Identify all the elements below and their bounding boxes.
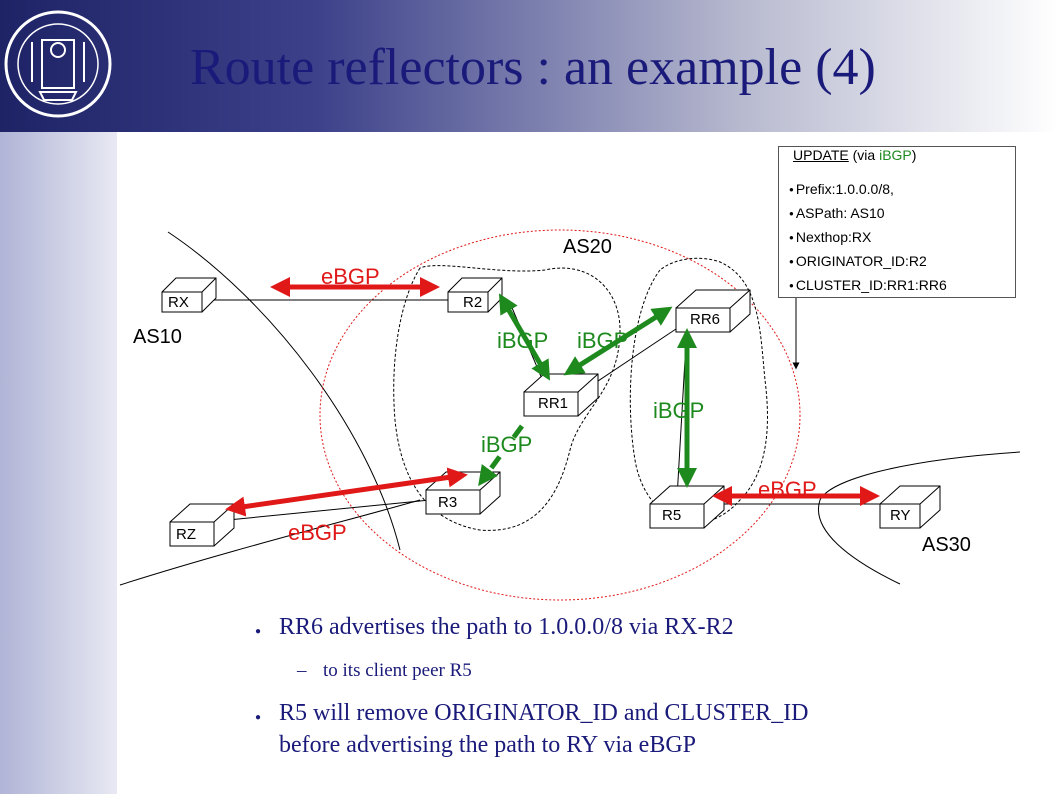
update-header: UPDATE (via iBGP) (793, 147, 916, 163)
ebgp-label-ry: eBGP (758, 477, 817, 502)
bullet-1-sub-text: to its client peer R5 (323, 660, 472, 681)
bullet-dot-icon: ● (789, 257, 794, 267)
ibgp-label-rr6: iBGP (577, 328, 629, 353)
ibgp-label-r2: iBGP (497, 328, 549, 353)
router-rx (161, 277, 217, 313)
update-via-open: (via (848, 147, 880, 163)
router-r5 (649, 485, 725, 529)
router-ry (879, 485, 941, 529)
bullet-dot-icon: ● (789, 233, 794, 243)
router-rr1-label: RR1 (538, 395, 569, 412)
router-r3-label: R3 (438, 494, 458, 511)
router-rr6 (675, 289, 751, 333)
router-ry-label: RY (890, 507, 911, 524)
ibgp-arrow-rr1-r3 (478, 424, 525, 487)
bullet-dot-icon: ● (789, 185, 794, 195)
sub-bullet-dash: – (297, 660, 307, 681)
update-via-close: ) (911, 147, 917, 163)
ebgp-arrow-rz-r3 (225, 467, 468, 517)
ebgp-label-top: eBGP (321, 264, 380, 289)
bullet-dot-icon: ● (789, 281, 794, 291)
update-message-box: UPDATE (via iBGP) ●Prefix:1.0.0.0/8, ●AS… (778, 146, 1016, 298)
as10-label: AS10 (133, 326, 182, 348)
router-rr6-label: RR6 (690, 311, 721, 328)
bullet-2-line-2: before advertising the path to RY via eB… (279, 732, 697, 758)
update-attribute-item: ●ASPath: AS10 (789, 205, 885, 221)
bullet-dot-icon: ● (789, 209, 794, 219)
update-word: UPDATE (793, 147, 849, 163)
ibgp-label-r5: iBGP (653, 398, 705, 423)
as30-label: AS30 (922, 534, 971, 556)
as20-boundary (319, 229, 801, 601)
bullet-1-text: RR6 advertises the path to 1.0.0.0/8 via… (279, 614, 734, 640)
bullet-2-line-1: R5 will remove ORIGINATOR_ID and CLUSTER… (279, 700, 809, 726)
ibgp-arrow-rr1-rr6 (563, 306, 673, 376)
router-rr1 (523, 373, 599, 417)
router-r5-label: R5 (662, 507, 682, 524)
title-bar (0, 0, 1058, 132)
university-seal-logo (4, 10, 112, 118)
slide-title: Route reflectors : an example (4) (190, 39, 876, 96)
update-attribute-item: ●Prefix:1.0.0.0/8, (789, 181, 894, 197)
bullet-dot-icon: ● (255, 712, 262, 723)
update-via-protocol: iBGP (879, 147, 912, 163)
left-sidebar-band (0, 0, 117, 794)
ebgp-label-rz: eBGP (288, 520, 347, 545)
router-r2-label: R2 (463, 294, 483, 311)
update-attributes-list: ●Prefix:1.0.0.0/8, ●ASPath: AS10 ●Nextho… (789, 177, 947, 297)
router-rx-label: RX (168, 294, 189, 311)
cluster1-boundary (393, 265, 621, 531)
router-r2 (447, 277, 503, 313)
update-attribute-item: ●ORIGINATOR_ID:R2 (789, 253, 927, 269)
router-rz-label: RZ (176, 526, 196, 543)
ibgp-label-r3: iBGP (481, 432, 533, 457)
update-attribute-item: ●Nexthop:RX (789, 229, 872, 245)
ibgp-arrow-r2-rr1 (498, 293, 551, 381)
bullet-dot-icon: ● (255, 626, 262, 637)
cluster2-boundary (629, 257, 768, 524)
as20-label: AS20 (563, 236, 612, 258)
update-attribute-item: ●CLUSTER_ID:RR1:RR6 (789, 277, 947, 293)
